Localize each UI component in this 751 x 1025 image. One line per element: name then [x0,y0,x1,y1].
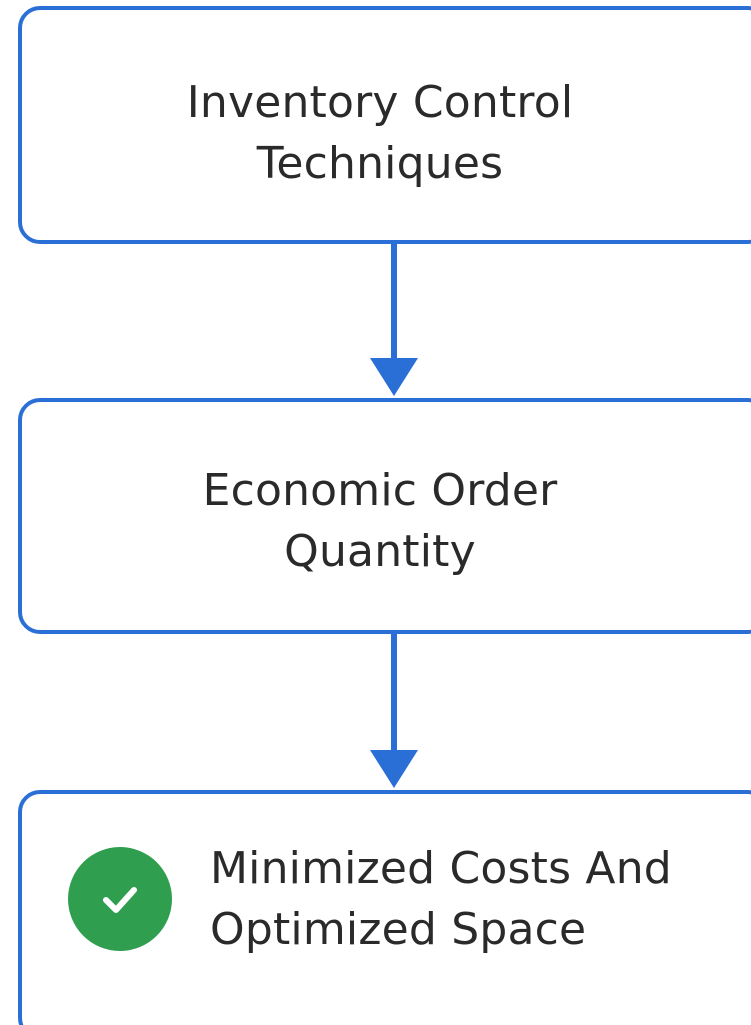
node-label: Economic Order Quantity [4,460,751,582]
arrow-2 [370,634,418,788]
node-label-line: Quantity [284,526,476,577]
check-circle-icon [68,847,172,951]
node-label-line: Minimized Costs And [210,843,672,894]
node-label: Minimized Costs And Optimized Space [210,838,672,960]
node-label-line: Optimized Space [210,904,587,955]
node-content: Minimized Costs And Optimized Space [68,838,672,960]
arrow-1 [370,244,418,396]
node-minimized-costs-optimized-space: Minimized Costs And Optimized Space [18,790,751,1025]
node-label-line: Techniques [256,138,504,189]
node-label: Inventory Control Techniques [4,72,751,194]
node-label-line: Inventory Control [186,77,574,128]
node-economic-order-quantity: Economic Order Quantity [18,398,751,634]
node-label-line: Economic Order [202,465,558,516]
node-inventory-control-techniques: Inventory Control Techniques [18,6,751,244]
